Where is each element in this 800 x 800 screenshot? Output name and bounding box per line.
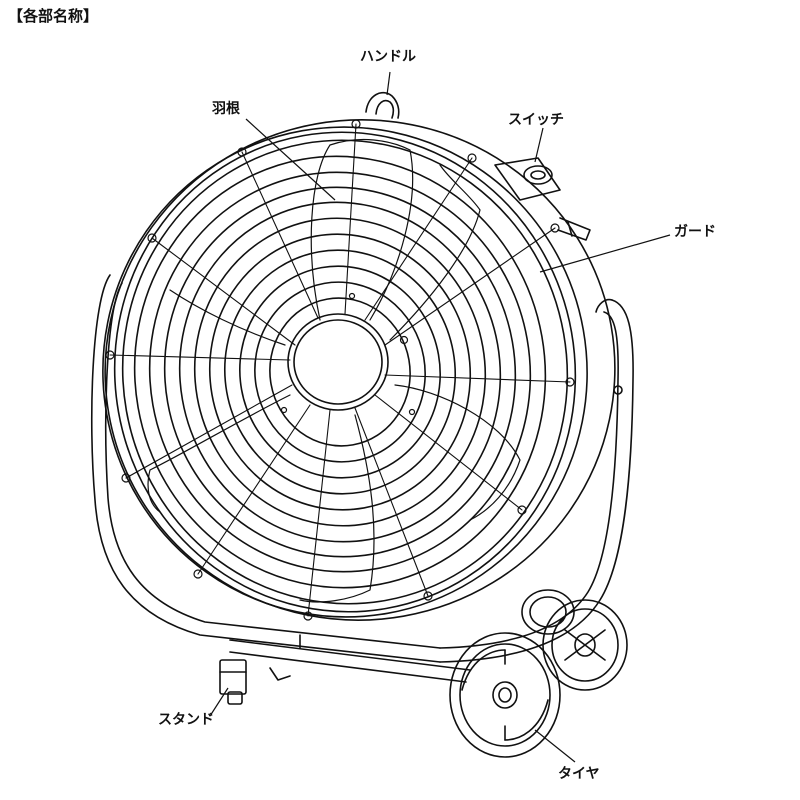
label-blade: 羽根 bbox=[212, 101, 240, 117]
label-stand: スタンド bbox=[158, 712, 214, 728]
leader-lines bbox=[209, 71, 671, 763]
guard bbox=[113, 131, 577, 613]
label-handle: ハンドル bbox=[360, 49, 416, 65]
switch-box bbox=[494, 157, 561, 201]
leader-handle bbox=[386, 71, 391, 96]
guard-wires bbox=[109, 123, 571, 617]
drum-bracket bbox=[557, 217, 591, 241]
label-guard: ガード bbox=[674, 224, 716, 240]
fan-blades bbox=[147, 138, 521, 603]
diagram-title: 【各部名称】 bbox=[8, 7, 99, 25]
label-switch: スイッチ bbox=[508, 112, 564, 128]
stand-foot bbox=[219, 659, 291, 705]
motor-hub bbox=[521, 589, 575, 635]
front-wheel bbox=[449, 632, 561, 758]
fan-drum bbox=[102, 119, 616, 621]
guard-clips bbox=[105, 119, 575, 621]
label-tire: タイヤ bbox=[558, 766, 600, 782]
tube-frame bbox=[90, 274, 634, 663]
base-bar bbox=[229, 634, 471, 683]
leader-tire bbox=[534, 729, 576, 763]
handle bbox=[365, 91, 400, 119]
rear-wheel bbox=[542, 599, 628, 691]
leader-switch bbox=[534, 127, 544, 163]
hub-screws bbox=[280, 292, 416, 416]
leader-stand bbox=[209, 687, 229, 717]
leader-guard bbox=[539, 234, 671, 273]
leader-blade bbox=[245, 118, 336, 201]
